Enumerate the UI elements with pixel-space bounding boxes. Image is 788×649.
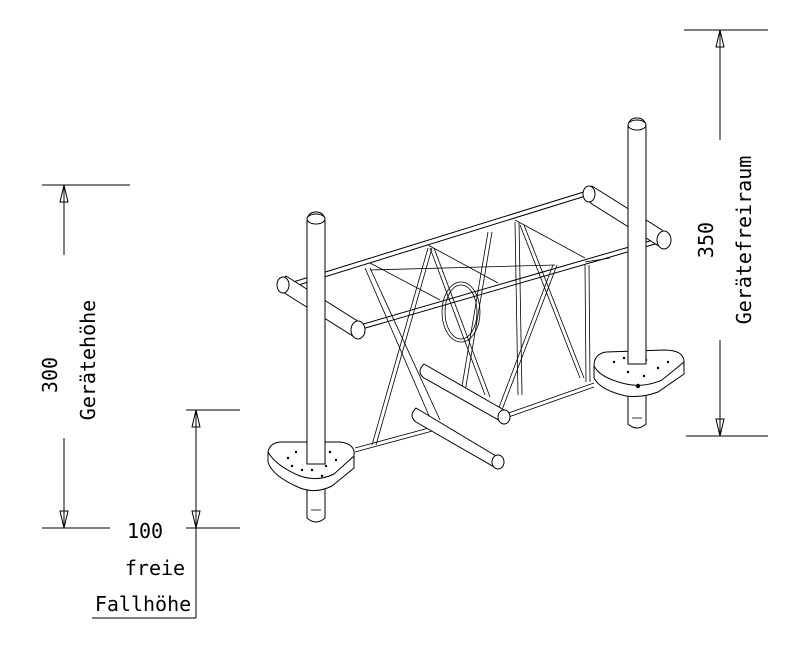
equipment-structure (267, 117, 685, 523)
left-post (306, 211, 326, 465)
geraetehoehe-value: 300 (38, 357, 62, 393)
geraetefreiraum-value: 350 (694, 222, 718, 258)
lower-tube-front (411, 407, 501, 469)
geraetefreiraum-label: Gerätefreiraum (732, 156, 756, 325)
net-ropes (354, 221, 611, 453)
fallhoehe-label-line2: Fallhöhe (95, 592, 191, 616)
left-plate-bolts (286, 450, 338, 478)
dimension-geraetehoehe: 300 Gerätehöhe (38, 184, 130, 529)
left-footing (306, 481, 326, 523)
right-post (627, 117, 647, 365)
fallhoehe-value: 100 (127, 519, 163, 543)
geraetehoehe-label: Gerätehöhe (76, 300, 100, 420)
fallhoehe-label-line1: freie (125, 556, 185, 580)
dimension-geraetefreiraum: 350 Gerätefreiraum (684, 29, 768, 437)
top-frame (289, 189, 663, 330)
top-tube-right (586, 185, 668, 249)
dimension-fallhoehe: 100 freie Fallhöhe (92, 409, 240, 619)
